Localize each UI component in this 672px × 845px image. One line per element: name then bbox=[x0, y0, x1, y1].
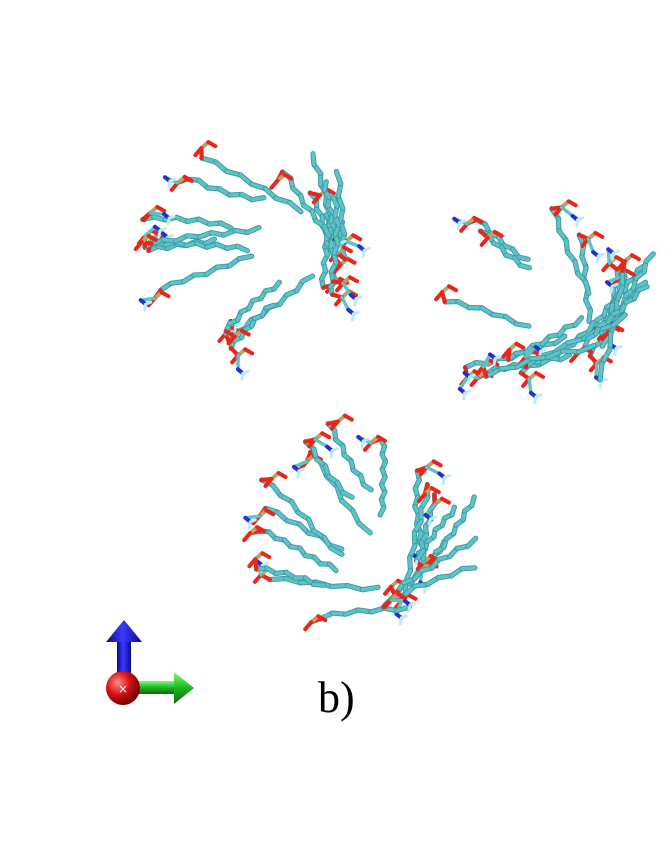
molecule-cluster-bottom bbox=[242, 413, 479, 632]
svg-text:×: × bbox=[118, 682, 128, 696]
molecule-cluster-top-left bbox=[133, 140, 371, 381]
axis-triad-icon: × bbox=[106, 620, 194, 705]
panel-label: b) bbox=[318, 673, 355, 722]
molecule-cluster-top-right bbox=[434, 199, 656, 405]
